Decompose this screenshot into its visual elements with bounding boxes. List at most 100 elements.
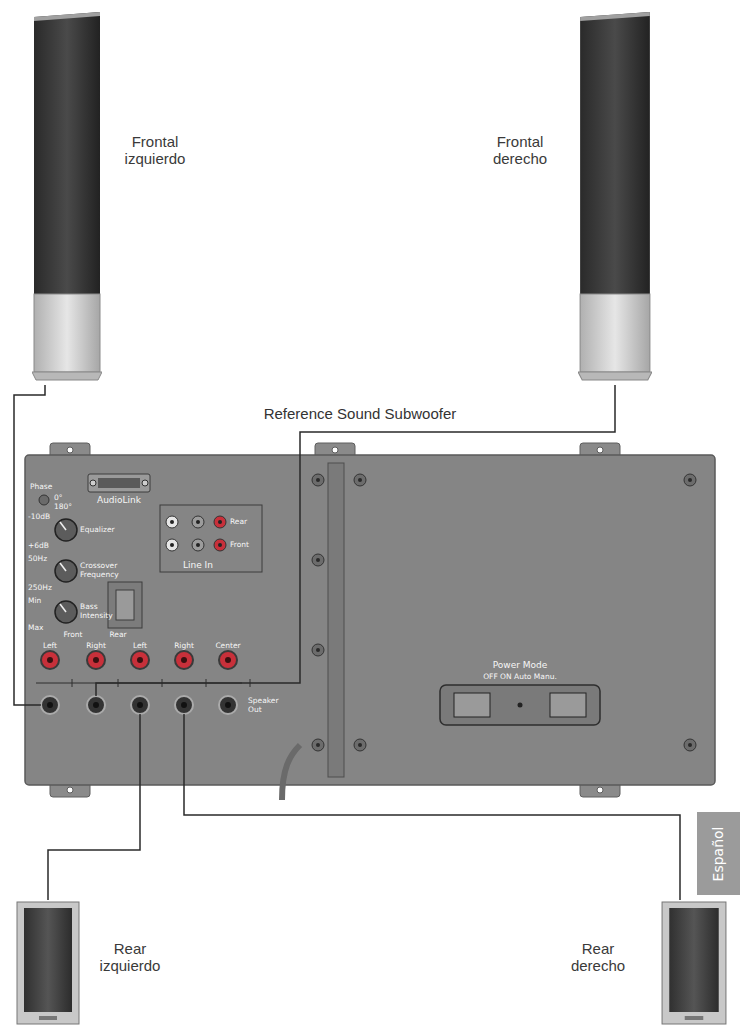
panel-label: Speaker Out — [248, 697, 288, 714]
rca-jack-hole — [218, 520, 222, 524]
panel-label: +6dB — [28, 542, 49, 551]
speaker-drawing — [32, 12, 102, 385]
wire-stub — [139, 714, 141, 785]
tab-holes — [67, 447, 603, 793]
panel-label: 0° — [54, 494, 63, 503]
screw — [312, 644, 324, 656]
speaker-top — [34, 12, 100, 21]
control-knobs — [55, 519, 77, 623]
screw-center — [358, 743, 362, 747]
panel-label: Phase — [30, 483, 52, 492]
rca-jack-hole — [218, 543, 222, 547]
speaker-body — [17, 902, 79, 1024]
terminal-hole — [47, 702, 53, 708]
terminal-hole — [181, 657, 187, 663]
knob — [55, 601, 77, 623]
power-cord — [282, 745, 300, 800]
knob — [55, 519, 77, 541]
panel-label: Crossover Frequency — [80, 562, 128, 579]
speaker-drawing — [15, 900, 81, 1026]
speaker-grille — [34, 12, 100, 294]
rca-jack-hole — [196, 543, 200, 547]
red-terminal — [175, 651, 193, 669]
language-label: Español — [711, 826, 727, 881]
panel-label: Right — [164, 642, 204, 651]
speaker-foot — [578, 372, 652, 380]
knob-pointer — [60, 522, 66, 530]
speaker-drawing — [578, 12, 652, 385]
power-switch — [454, 693, 490, 717]
terminal-hole — [225, 702, 231, 708]
amplifier-panel — [25, 455, 715, 785]
tab-hole — [332, 447, 338, 453]
rear-speaker: Rear derecho — [660, 900, 728, 1026]
rca-jack — [214, 516, 226, 528]
panel-label: Min — [28, 597, 41, 606]
red-terminal — [41, 651, 59, 669]
speaker-grille — [24, 908, 72, 1012]
speaker-cable — [48, 785, 140, 900]
panel-label: -10dB — [28, 513, 50, 522]
black-terminal — [175, 696, 193, 714]
speaker-body — [662, 902, 726, 1024]
panel-label: Right — [76, 642, 116, 651]
screw — [312, 739, 324, 751]
screw-center — [688, 743, 692, 747]
speaker-foot — [32, 372, 102, 380]
front-speaker: Frontal derecho — [578, 12, 652, 385]
wire-stub — [183, 714, 185, 785]
text-holder: Rear derecho — [558, 940, 638, 975]
red-terminal — [219, 651, 237, 669]
screw — [354, 474, 366, 486]
screw — [354, 739, 366, 751]
speaker-base — [34, 294, 100, 372]
speaker-grille — [580, 12, 650, 294]
screw-center — [688, 478, 692, 482]
panel-label: Center — [208, 642, 248, 651]
rca-jack-hole — [170, 543, 174, 547]
terminal-wires — [25, 455, 300, 785]
tab-hole — [597, 787, 603, 793]
terminal-hole — [225, 657, 231, 663]
audiolink-pins — [98, 478, 140, 488]
panel-label: Line In — [168, 560, 228, 570]
red-terminal — [87, 651, 105, 669]
text-holder: Rear izquierdo — [90, 940, 170, 975]
screw — [684, 474, 696, 486]
text-holder: Español — [697, 812, 740, 895]
speaker-label: Frontal derecho — [480, 133, 560, 168]
panel-label: Max — [28, 624, 44, 633]
panel-label: AudioLink — [84, 495, 154, 505]
terminal-hole — [137, 702, 143, 708]
panel-label: Front — [53, 631, 93, 640]
panel-label: OFF ON Auto Manu. — [450, 673, 590, 682]
knob-pointer — [60, 604, 66, 612]
rca-jack-hole — [170, 520, 174, 524]
line-in-frame — [160, 505, 262, 572]
led — [518, 703, 523, 708]
panel-label: 250Hz — [28, 584, 52, 593]
panel-label: Left — [30, 642, 70, 651]
screw-center — [358, 478, 362, 482]
speaker-label: Rear derecho — [558, 940, 638, 975]
screw-center — [316, 478, 320, 482]
screw — [312, 554, 324, 566]
speaker-logo — [39, 1016, 57, 1020]
panel-label: Equalizer — [80, 526, 115, 535]
tab-hole — [67, 787, 73, 793]
audiolink-connector — [88, 474, 150, 492]
language-tab: Español — [697, 812, 740, 895]
wire-stub — [25, 704, 41, 706]
speaker-logo — [685, 1016, 704, 1020]
rear-speaker: Rear izquierdo — [15, 900, 81, 1026]
terminal-hole — [181, 702, 187, 708]
mode-switch — [550, 693, 586, 717]
rca-jack — [192, 539, 204, 551]
panel-label: 50Hz — [28, 555, 47, 564]
black-terminal — [87, 696, 105, 714]
black-terminal — [41, 696, 59, 714]
speaker-label: Frontal izquierdo — [115, 133, 195, 168]
panel-label: Rear — [230, 518, 247, 527]
wire-stub — [96, 455, 300, 696]
power-switch-frame — [440, 685, 600, 725]
